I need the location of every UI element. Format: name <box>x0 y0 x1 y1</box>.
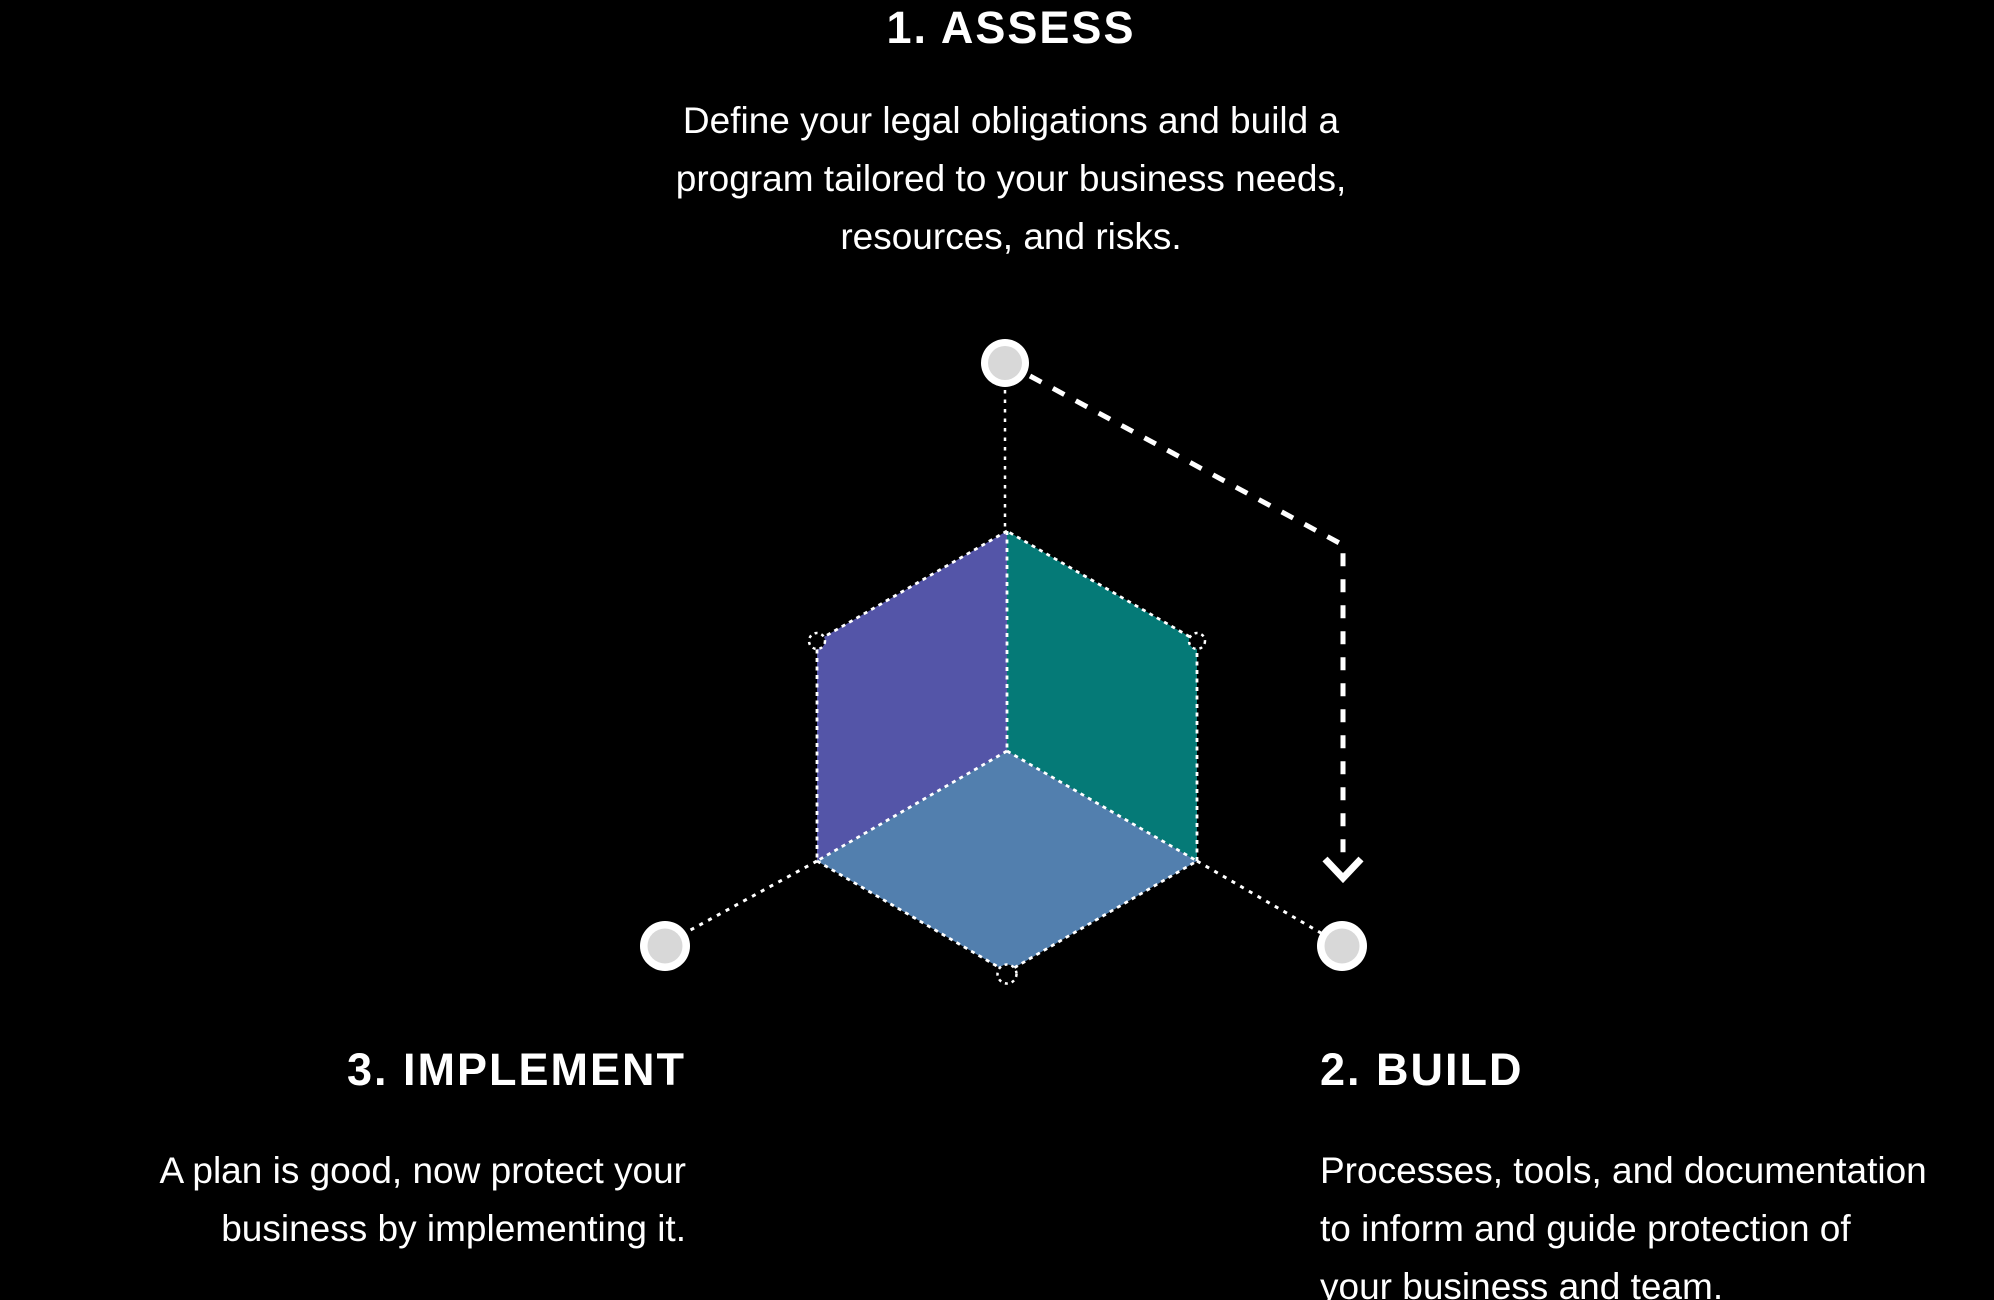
step-assess: 1. ASSESS Define your legal obligations … <box>511 2 1511 266</box>
step-build: 2. BUILD Processes, tools, and documenta… <box>1320 1044 1927 1300</box>
build-connector-line <box>1196 859 1322 935</box>
step-assess-description: Define your legal obligations and build … <box>511 92 1511 266</box>
step-implement-description: A plan is good, now protect your busines… <box>159 1142 686 1258</box>
cube-edge <box>816 529 1008 643</box>
cube-edge <box>816 749 1008 863</box>
step-implement-description-line: A plan is good, now protect your <box>159 1150 686 1191</box>
implement-connector-line <box>684 859 818 935</box>
implement-node-inner <box>647 928 683 964</box>
build-node-inner <box>1324 928 1360 964</box>
step-build-description-line: to inform and guide protection of <box>1320 1208 1851 1249</box>
implement-node-circle <box>640 921 690 971</box>
cube-edges <box>815 529 1199 974</box>
step-assess-description-line: program tailored to your business needs, <box>675 158 1347 199</box>
cube-edge <box>816 859 1008 974</box>
cube-bottom-face <box>817 751 1197 972</box>
step-assess-description-line: Define your legal obligations and build … <box>682 100 1340 141</box>
step-assess-description-line: resources, and risks. <box>840 216 1182 257</box>
chevron-down-icon <box>1322 856 1364 884</box>
step-implement-title: 3. IMPLEMENT <box>346 1044 686 1095</box>
assess-node-circle <box>981 339 1029 387</box>
cube-vertex-dot <box>996 963 1018 985</box>
step-build-title: 2. BUILD <box>1320 1044 1524 1095</box>
assess-node-inner <box>988 346 1022 380</box>
step-assess-title: 1. ASSESS <box>886 2 1136 53</box>
cube-edge <box>1006 749 1198 863</box>
cube-vertex-dots <box>807 631 1207 985</box>
build-node-circle <box>1317 921 1367 971</box>
node-connectors <box>684 859 1322 935</box>
step-build-description-line: Processes, tools, and documentation <box>1320 1150 1927 1191</box>
cube-vertex-dot <box>1187 631 1207 651</box>
cube-edge <box>1006 859 1198 974</box>
step-build-description: Processes, tools, and documentation to i… <box>1320 1142 1927 1300</box>
step-build-description-line: your business and team. <box>1320 1266 1724 1300</box>
cube-edge <box>1006 529 1198 643</box>
step-implement-description-line: business by implementing it. <box>221 1208 686 1249</box>
step-implement: 3. IMPLEMENT A plan is good, now protect… <box>159 1044 686 1258</box>
cube-vertex-dot <box>807 631 827 651</box>
